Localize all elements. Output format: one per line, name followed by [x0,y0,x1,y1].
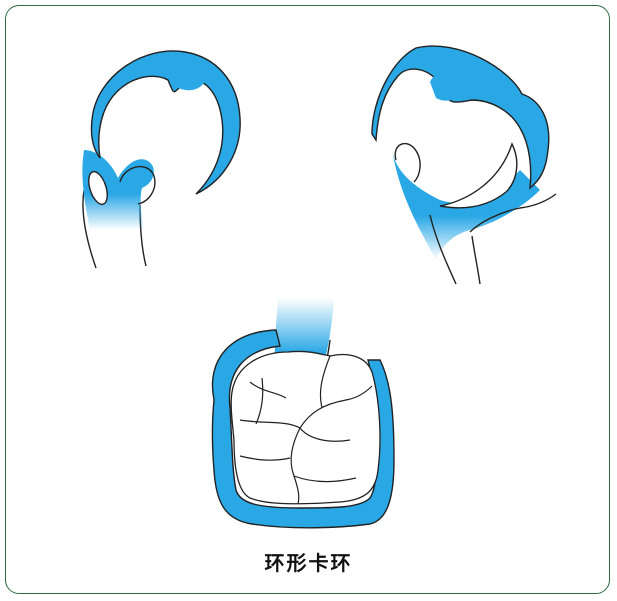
clasp-view-top-right [372,46,556,284]
clasp-view-top-left [82,51,240,268]
figure-caption: 环形卡环 [0,547,617,576]
clasp-view-occlusal [212,298,394,528]
